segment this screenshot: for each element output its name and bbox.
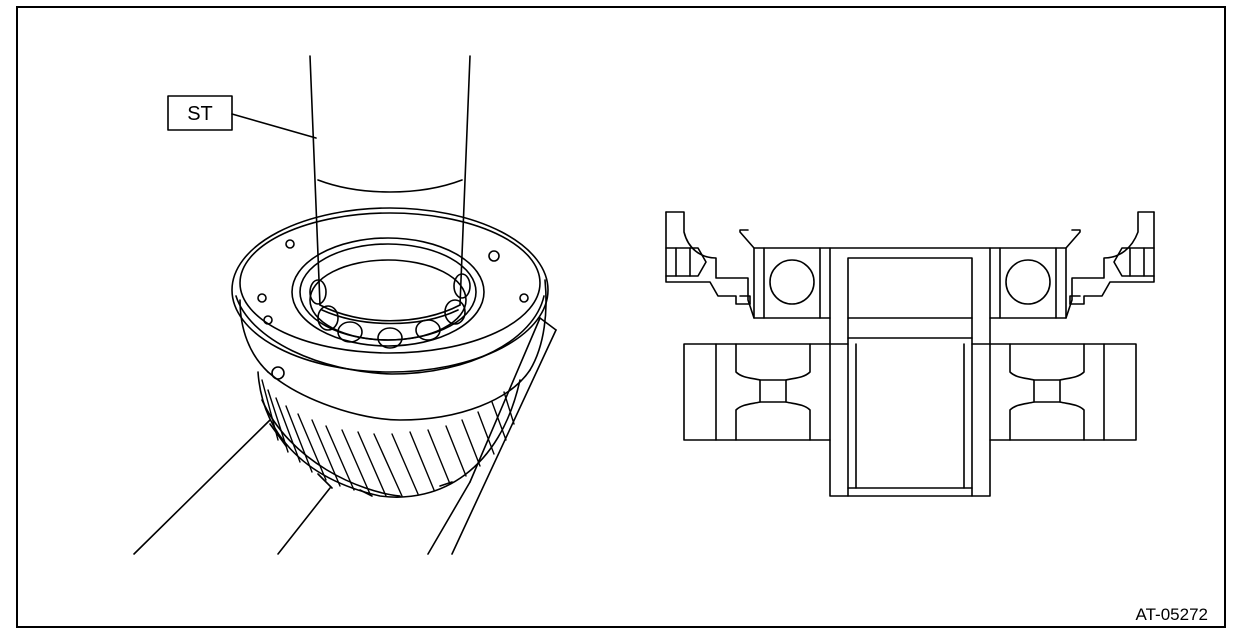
bearing-ball-left (769, 259, 815, 305)
figure-frame (16, 6, 1226, 628)
callout-box (167, 95, 233, 131)
bearing-housing (231, 207, 549, 421)
callout-label: ST (187, 103, 213, 125)
left-assembly (133, 55, 557, 555)
bearing-ball-right (1005, 259, 1051, 305)
callout-leader (231, 113, 317, 139)
special-tool-shaft (309, 55, 471, 325)
support-stand (133, 317, 557, 555)
figure-code: AT-05272 (1136, 605, 1208, 624)
cross-section (665, 211, 1155, 497)
helical-gear (257, 371, 521, 498)
